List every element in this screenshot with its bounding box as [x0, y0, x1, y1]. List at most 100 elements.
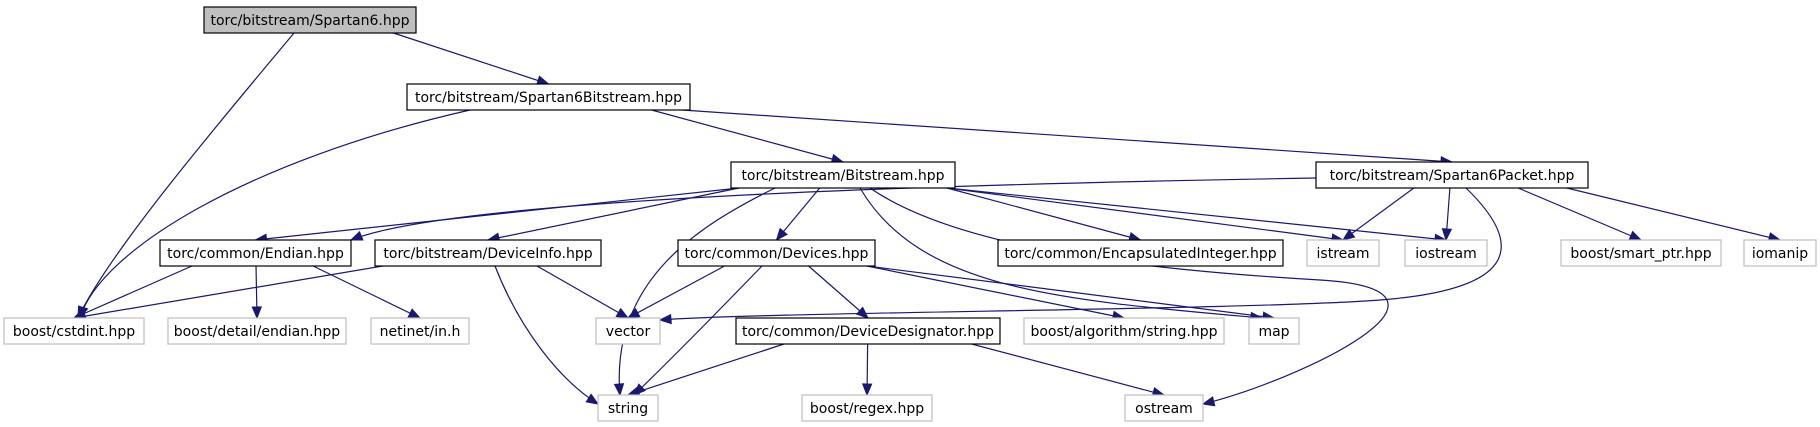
node-ostream[interactable]: ostream	[1124, 394, 1204, 422]
node-iostream-label: iostream	[1415, 246, 1477, 262]
edge-deviceinfo-to-cstdint-line	[73, 265, 384, 319]
node-encint-box	[997, 239, 1284, 267]
edge-deviceinfo-to-vector-arrowhead	[615, 307, 630, 319]
node-ostream-box	[1124, 394, 1204, 422]
node-netinet[interactable]: netinet/in.h	[370, 317, 470, 345]
node-regex-label: boost/regex.hpp	[810, 401, 924, 417]
node-encint[interactable]: torc/common/EncapsulatedInteger.hpp	[997, 239, 1284, 267]
edge-s6packet-to-iomanip	[1566, 187, 1782, 243]
node-bitstream[interactable]: torc/bitstream/Bitstream.hpp	[730, 161, 956, 189]
edge-s6bitstream-to-cstdint	[78, 109, 471, 320]
node-regex-box	[801, 394, 933, 422]
edge-s6bitstream-to-cstdint-line	[79, 109, 471, 319]
edge-devices-to-vector	[626, 265, 725, 319]
edge-bitstream-to-devices	[775, 187, 821, 242]
edge-devices-to-algstring-line	[866, 265, 1125, 319]
node-vector[interactable]: vector	[595, 317, 661, 345]
node-devdesig-box	[735, 317, 1001, 345]
edge-bitstream-to-iostream	[946, 187, 1448, 245]
edge-devdesig-to-ostream-line	[971, 343, 1165, 396]
edge-s6packet-to-vector	[658, 187, 1502, 325]
edge-devdesig-to-regex	[861, 343, 873, 397]
edge-s6packet-to-iostream	[1441, 187, 1453, 242]
node-iomanip[interactable]: iomanip	[1743, 239, 1817, 267]
node-ostream-label: ostream	[1135, 401, 1193, 417]
edge-bitstream-to-iostream-line	[946, 187, 1447, 241]
edge-devdesig-to-ostream	[971, 343, 1166, 398]
edge-bitstream-to-deviceinfo	[486, 187, 740, 243]
node-s6packet-box	[1315, 161, 1589, 189]
node-cstdint[interactable]: boost/cstdint.hpp	[3, 317, 145, 345]
node-istream-label: istream	[1317, 246, 1370, 262]
node-cstdint-box	[3, 317, 145, 345]
edge-devices-to-vector-arrowhead	[626, 307, 641, 319]
edge-deviceinfo-to-vector	[536, 265, 630, 319]
edge-deviceinfo-to-string-arrowhead	[585, 393, 600, 405]
node-netinet-box	[370, 317, 470, 345]
node-devdesig[interactable]: torc/common/DeviceDesignator.hpp	[735, 317, 1001, 345]
node-map-label: map	[1258, 324, 1289, 340]
node-detailendian[interactable]: boost/detail/endian.hpp	[167, 317, 347, 345]
node-endian[interactable]: torc/common/Endian.hpp	[159, 239, 352, 267]
edge-endian-to-netinet	[312, 265, 422, 319]
edge-bitstream-to-encint-line	[946, 187, 1141, 241]
node-algstring[interactable]: boost/algorithm/string.hpp	[1023, 317, 1225, 345]
edge-s6bitstream-to-bitstream	[651, 109, 845, 165]
edge-devices-to-string-line	[633, 265, 763, 396]
node-istream[interactable]: istream	[1306, 239, 1380, 267]
edge-s6packet-to-smartptr	[1517, 187, 1643, 241]
edge-s6packet-to-smartptr-line	[1517, 187, 1642, 241]
edge-endian-to-netinet-arrowhead	[407, 308, 422, 319]
node-string-box	[597, 394, 659, 422]
node-regex[interactable]: boost/regex.hpp	[801, 394, 933, 422]
node-s6bitstream-box	[406, 83, 691, 111]
node-devices-label: torc/common/Devices.hpp	[685, 246, 869, 262]
node-endian-box	[159, 239, 352, 267]
node-s6bitstream-label: torc/bitstream/Spartan6Bitstream.hpp	[415, 90, 682, 106]
edge-devdesig-to-regex-arrowhead	[861, 383, 873, 397]
node-iostream-box	[1404, 239, 1488, 267]
node-s6bitstream[interactable]: torc/bitstream/Spartan6Bitstream.hpp	[406, 83, 691, 111]
edge-bitstream-to-ostream-arrowhead	[1201, 396, 1216, 407]
edge-spartan6-to-cstdint	[77, 32, 295, 320]
edge-bitstream-to-string-arrowhead	[613, 383, 625, 397]
node-cstdint-label: boost/cstdint.hpp	[13, 324, 135, 340]
edge-devices-to-devdesig-line	[808, 265, 869, 319]
edge-bitstream-to-ostream-line	[869, 187, 1389, 405]
node-spartan6-label: torc/bitstream/Spartan6.hpp	[210, 13, 409, 29]
edge-s6packet-to-smartptr-arrowhead	[1628, 230, 1643, 241]
node-devices[interactable]: torc/common/Devices.hpp	[677, 239, 876, 267]
edge-bitstream-to-ostream	[869, 187, 1389, 407]
edge-devices-to-map-line	[866, 265, 1275, 319]
edge-endian-to-detailendian	[251, 265, 263, 320]
edge-s6packet-to-iomanip-line	[1566, 187, 1781, 241]
node-spartan6[interactable]: torc/bitstream/Spartan6.hpp	[203, 6, 417, 34]
edge-s6bitstream-to-s6packet-line	[681, 109, 1453, 163]
node-string[interactable]: string	[597, 394, 659, 422]
edge-deviceinfo-to-string-line	[494, 265, 599, 405]
node-vector-label: vector	[606, 324, 651, 340]
node-detailendian-label: boost/detail/endian.hpp	[174, 324, 341, 340]
node-map[interactable]: map	[1248, 317, 1300, 345]
node-devices-box	[677, 239, 876, 267]
node-deviceinfo[interactable]: torc/bitstream/DeviceInfo.hpp	[374, 239, 602, 267]
node-iostream[interactable]: iostream	[1404, 239, 1488, 267]
node-map-box	[1248, 317, 1300, 345]
edge-bitstream-to-string-line	[618, 187, 776, 396]
node-string-label: string	[608, 401, 648, 417]
node-detailendian-box	[167, 317, 347, 345]
edge-s6bitstream-to-bitstream-line	[651, 109, 844, 163]
edge-bitstream-to-string	[613, 187, 776, 397]
edge-spartan6-to-s6bitstream-line	[393, 32, 549, 85]
node-endian-label: torc/common/Endian.hpp	[167, 246, 344, 262]
edge-s6packet-to-istream-line	[1342, 187, 1415, 241]
node-deviceinfo-box	[374, 239, 602, 267]
node-s6packet[interactable]: torc/bitstream/Spartan6Packet.hpp	[1315, 161, 1589, 189]
edge-bitstream-to-devices-arrowhead	[775, 227, 788, 242]
node-smartptr[interactable]: boost/smart_ptr.hpp	[1560, 239, 1722, 267]
edge-bitstream-to-istream	[946, 187, 1345, 244]
node-algstring-box	[1023, 317, 1225, 345]
edge-s6packet-to-istream	[1341, 187, 1415, 241]
edge-s6packet-to-iostream-arrowhead	[1441, 228, 1453, 242]
